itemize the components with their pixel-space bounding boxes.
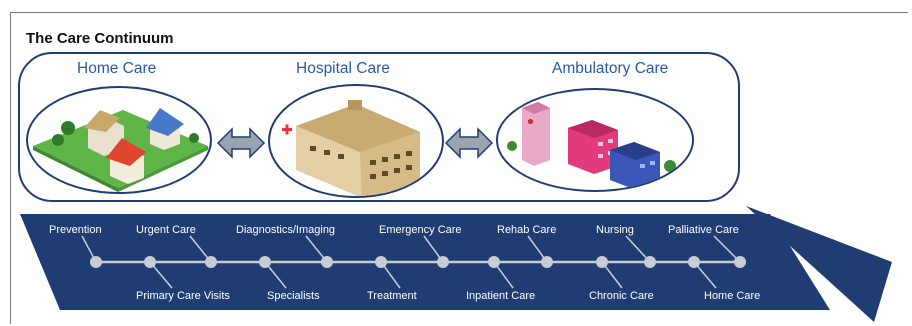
timeline-node <box>644 256 656 268</box>
stage-label-bottom: Primary Care Visits <box>136 290 230 302</box>
diagram-title: The Care Continuum <box>26 30 174 47</box>
diagram-frame <box>10 12 908 324</box>
care-settings-container <box>18 52 740 202</box>
section-label-hospital-care: Hospital Care <box>296 60 390 77</box>
home-care-ellipse <box>26 86 212 194</box>
hospital-building-icon <box>282 100 420 196</box>
timeline-node <box>596 256 608 268</box>
stage-label-top: Urgent Care <box>136 224 196 236</box>
section-label-home-care: Home Care <box>77 60 157 77</box>
stage-label-bottom: Treatment <box>367 290 417 302</box>
stage-label-bottom: Chronic Care <box>589 290 654 302</box>
stage-label-top: Prevention <box>49 224 102 236</box>
timeline-node <box>541 256 553 268</box>
stage-label-top: Palliative Care <box>668 224 739 236</box>
stage-label-bottom: Home Care <box>704 290 760 302</box>
stage-label-top: Nursing <box>596 224 634 236</box>
timeline-node <box>90 256 102 268</box>
timeline-node <box>437 256 449 268</box>
double-arrow-icon-home-hospital <box>216 127 266 159</box>
stage-label-top: Emergency Care <box>379 224 462 236</box>
continuum-arrowhead <box>746 206 892 322</box>
stage-label-top: Rehab Care <box>497 224 556 236</box>
stage-label-bottom: Inpatient Care <box>466 290 535 302</box>
section-label-ambulatory-care: Ambulatory Care <box>552 60 669 77</box>
stage-label-top: Diagnostics/Imaging <box>236 224 335 236</box>
clinic-buildings-icon <box>507 102 676 190</box>
timeline-node <box>375 256 387 268</box>
timeline-node <box>488 256 500 268</box>
timeline-node <box>688 256 700 268</box>
timeline-node <box>259 256 271 268</box>
timeline-node <box>205 256 217 268</box>
timeline-node <box>321 256 333 268</box>
timeline-node <box>144 256 156 268</box>
timeline-node <box>734 256 746 268</box>
stage-label-bottom: Specialists <box>267 290 320 302</box>
ambulatory-care-ellipse <box>496 88 694 192</box>
double-arrow-icon-hospital-ambulatory <box>444 127 494 159</box>
houses-icon <box>33 108 208 192</box>
hospital-care-ellipse <box>268 84 444 198</box>
